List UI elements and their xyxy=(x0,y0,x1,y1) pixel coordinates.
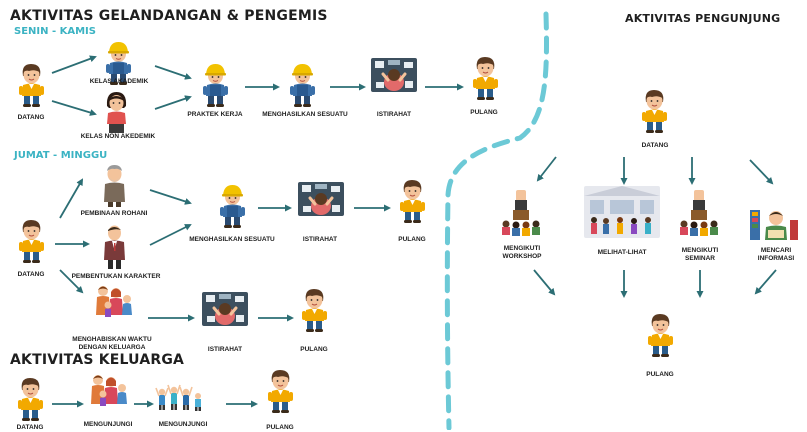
title-left: AKTIVITAS GELANDANGAN & PENGEMIS xyxy=(10,8,328,24)
label-pengunjung-pulang: PULANG xyxy=(646,371,674,378)
label-informasi-line2: INFORMASI xyxy=(757,255,795,262)
arrow xyxy=(149,224,192,246)
arrow xyxy=(149,189,192,205)
label-pembentukan-karakter: PEMBENTUKAN KARAKTER xyxy=(71,273,161,280)
label-istirahat-1: ISTIRAHAT xyxy=(376,111,412,118)
label-istirahat-3: ISTIRAHAT xyxy=(207,346,243,353)
label-kelas-non-akademik: KELAS NON AKEDEMIK xyxy=(80,133,156,140)
label-pulang-2: PULANG xyxy=(398,236,426,243)
label-pulang-3: PULANG xyxy=(300,346,328,353)
pembentukan-karakter-character xyxy=(104,225,125,269)
gallery-scene xyxy=(584,186,660,238)
label-kelas-akademik: KELAS AKADEMIK xyxy=(89,78,149,85)
label-keluarga-datang: DATANG xyxy=(16,424,44,431)
kelas-non-akademik-character xyxy=(106,92,127,133)
arrow xyxy=(154,65,192,80)
label-mengunjungi-2: MENGUNJUNGI xyxy=(158,421,208,428)
istirahat-desk-3 xyxy=(200,290,250,328)
pengunjung-datang-character xyxy=(641,89,668,134)
label-pulang-1: PULANG xyxy=(470,109,498,116)
informasi-scene xyxy=(750,210,798,240)
praktek-kerja-character xyxy=(202,63,229,108)
label-praktek-kerja: PRAKTEK KERJA xyxy=(187,111,243,118)
datang-character-2 xyxy=(18,219,45,264)
menghasilkan-character-1 xyxy=(289,63,316,108)
label-pembinaan-rohani: PEMBINAAN ROHANI xyxy=(80,210,148,217)
arrow xyxy=(154,95,192,110)
arrow xyxy=(59,178,84,219)
arrow xyxy=(749,159,774,185)
label-informasi-line1: MENCARI xyxy=(760,247,792,254)
label-keluarga-line2: DENGAN KELUARGA xyxy=(78,344,146,351)
label-mengunjungi-1: MENGUNJUNGI xyxy=(83,421,133,428)
label-datang-2: DATANG xyxy=(17,271,45,278)
keluarga-group xyxy=(96,286,132,317)
label-melihat: MELIHAT-LIHAT xyxy=(597,249,647,256)
label-keluarga-pulang: PULANG xyxy=(266,424,294,431)
arrow xyxy=(533,269,556,296)
title-right: AKTIVITAS PENGUNJUNG xyxy=(625,12,781,25)
label-seminar-line1: MENGIKUTI xyxy=(681,247,719,254)
arrow xyxy=(754,269,777,295)
keluarga-datang-character xyxy=(17,377,44,422)
workshop-scene xyxy=(502,190,540,236)
subtitle-weekend: JUMAT - MINGGU xyxy=(14,150,108,161)
pulang-character-2 xyxy=(399,179,426,224)
keluarga-pulang-character xyxy=(267,369,294,414)
pulang-character-3 xyxy=(301,288,328,333)
pengunjung-pulang-character xyxy=(647,313,674,358)
mengunjungi-cheer-group xyxy=(155,384,202,412)
label-keluarga-line1: MENGHABISKAN WAKTU xyxy=(72,336,152,343)
datang-character-1 xyxy=(18,63,45,108)
keluarga-mengunjungi-group xyxy=(91,375,127,406)
pembinaan-rohani-character xyxy=(104,165,125,207)
arrow xyxy=(51,55,97,74)
subtitle-weekday: SENIN - KAMIS xyxy=(14,26,96,37)
label-pengunjung-datang: DATANG xyxy=(641,142,669,149)
arrow xyxy=(59,269,84,294)
label-menghasilkan-2: MENGHASILKAN SESUATU xyxy=(189,236,275,243)
label-datang-1: DATANG xyxy=(17,114,45,121)
label-workshop-line2: WORKSHOP xyxy=(502,253,542,260)
pulang-character-1 xyxy=(472,56,499,101)
label-workshop-line1: MENGIKUTI xyxy=(503,245,541,252)
arrow xyxy=(536,156,557,182)
title-family: AKTIVITAS KELUARGA xyxy=(10,352,185,368)
label-menghasilkan-1: MENGHASILKAN SESUATU xyxy=(262,111,348,118)
label-istirahat-2: ISTIRAHAT xyxy=(302,236,338,243)
arrow xyxy=(51,100,97,116)
seminar-scene xyxy=(680,190,718,236)
menghasilkan-character-2 xyxy=(219,184,246,229)
istirahat-desk-2 xyxy=(296,180,346,218)
istirahat-desk-1 xyxy=(369,56,419,94)
section-divider xyxy=(444,11,550,430)
label-seminar-line2: SEMINAR xyxy=(685,255,715,262)
